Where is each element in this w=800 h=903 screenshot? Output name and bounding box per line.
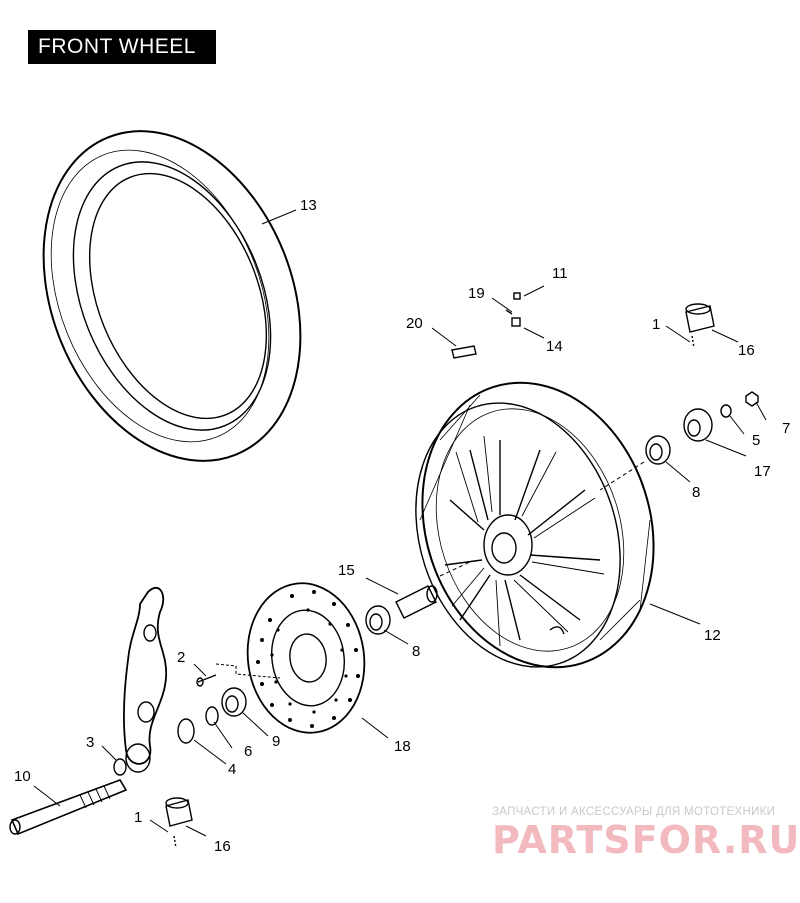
callout-15: 15 <box>338 562 355 579</box>
callout-labels: 13 11 19 20 14 1 16 7 5 17 8 15 8 12 2 9… <box>14 197 790 855</box>
callout-8-left: 8 <box>412 643 420 660</box>
nut-part-7 <box>745 391 759 407</box>
callout-7: 7 <box>782 420 790 437</box>
callout-18: 18 <box>394 738 411 755</box>
callout-12: 12 <box>704 627 721 644</box>
leader-lines <box>33 209 767 837</box>
callout-14: 14 <box>546 338 563 355</box>
axle-part <box>9 779 128 836</box>
brake-disc-part <box>246 582 366 734</box>
callout-1-top: 1 <box>652 316 660 333</box>
callout-16-bottom: 16 <box>214 838 231 855</box>
watermark-brand: PARTSFOR.RU <box>492 818 800 862</box>
callout-19: 19 <box>468 285 485 302</box>
valve-stem-parts <box>505 292 521 327</box>
caliper-bracket-part <box>122 586 167 773</box>
adapter-part-9 <box>221 687 247 717</box>
tire-part <box>42 130 302 462</box>
spacer-part-17 <box>683 408 713 442</box>
callout-6: 6 <box>244 743 252 760</box>
callout-2: 2 <box>177 649 185 666</box>
callout-20: 20 <box>406 315 423 332</box>
callout-1-bottom: 1 <box>134 809 142 826</box>
callout-9: 9 <box>272 733 280 750</box>
bearing-part-8-left <box>365 605 391 635</box>
callout-10: 10 <box>14 768 31 785</box>
callout-3: 3 <box>86 734 94 751</box>
balance-weight-part-20 <box>451 345 477 359</box>
bearing-part-8-right <box>645 435 671 465</box>
callout-8-right: 8 <box>692 484 700 501</box>
watermark-tagline: ЗАПЧАСТИ И АКСЕССУАРЫ ДЛЯ МОТОТЕХНИКИ <box>492 806 776 818</box>
callout-16-top: 16 <box>738 342 755 359</box>
callout-17: 17 <box>754 463 771 480</box>
cap-part-16-top <box>685 303 715 349</box>
screw-part-2 <box>196 674 217 687</box>
callout-11: 11 <box>552 265 568 282</box>
clip-part-6 <box>205 706 219 726</box>
cap-part-16-bottom <box>165 797 193 849</box>
callout-4: 4 <box>228 761 236 778</box>
washer-part-5 <box>720 404 732 418</box>
spacer-tube-part-15 <box>395 585 438 619</box>
diagram-title: FRONT WHEEL <box>28 30 216 64</box>
wheel-rim-part <box>415 381 655 669</box>
callout-13: 13 <box>300 197 317 214</box>
spacer-part-4 <box>177 718 195 744</box>
washer-part-3 <box>113 758 127 776</box>
callout-5: 5 <box>752 432 760 449</box>
